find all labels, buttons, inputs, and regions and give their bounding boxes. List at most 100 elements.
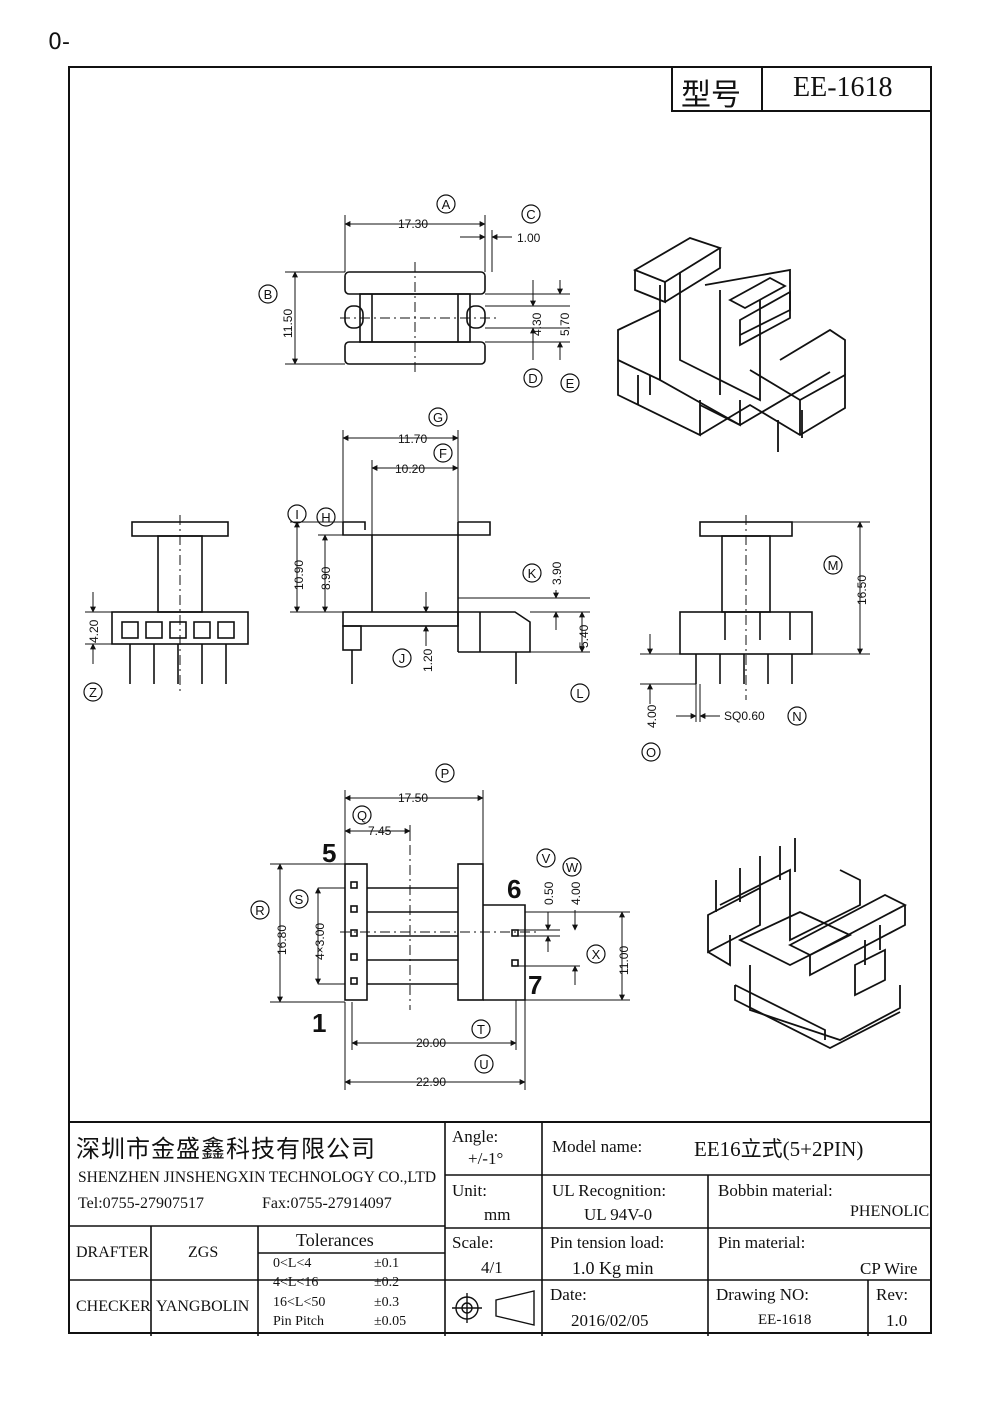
dim-s: 4×3.00 <box>313 923 327 960</box>
dim-l: 5.40 <box>577 624 591 648</box>
pin-number-1: 1 <box>312 1008 326 1038</box>
tolerance-value-3: ±0.3 <box>374 1295 400 1310</box>
checker-label: CHECKER <box>76 1298 151 1315</box>
iso-view-1 <box>617 237 846 452</box>
svg-text:X: X <box>592 947 601 962</box>
svg-text:N: N <box>792 709 801 724</box>
svg-text:Q: Q <box>357 808 367 823</box>
svg-text:W: W <box>566 860 579 875</box>
ul-label: UL Recognition: <box>552 1181 667 1200</box>
ref-b-marker: B <box>258 284 278 304</box>
svg-text:I: I <box>295 507 299 522</box>
ref-w-marker: W <box>562 857 582 877</box>
technical-drawing: 17.30 1.00 11.50 4.30 5.70 11.70 10.20 1… <box>83 194 907 1090</box>
pin-material-value: CP Wire <box>860 1259 918 1278</box>
pin-tension-label: Pin tension load: <box>550 1233 665 1252</box>
svg-text:B: B <box>264 287 273 302</box>
dim-n: SQ0.60 <box>724 709 765 723</box>
ref-s-marker: S <box>289 889 309 909</box>
tolerance-range-2: 4<L<16 <box>273 1275 319 1290</box>
model-name-label: Model name: <box>552 1137 643 1156</box>
svg-text:L: L <box>576 686 583 701</box>
ref-v-marker: V <box>536 848 556 868</box>
pin-tension-value: 1.0 Kg min <box>572 1258 654 1278</box>
svg-text:R: R <box>255 903 264 918</box>
ref-h-marker: H <box>316 507 336 527</box>
ref-q-marker: Q <box>352 805 372 825</box>
svg-text:G: G <box>433 410 443 425</box>
title-block-grid <box>68 1123 932 1336</box>
svg-text:C: C <box>526 207 535 222</box>
ref-m-marker: M <box>823 555 843 575</box>
ref-i-marker: I <box>287 504 307 524</box>
tolerances-title: Tolerances <box>296 1230 374 1250</box>
pin-number-6: 6 <box>507 874 521 904</box>
scale-value: 4/1 <box>481 1258 503 1277</box>
ul-value: UL 94V-0 <box>584 1205 653 1224</box>
dim-a: 17.30 <box>398 217 428 231</box>
svg-text:H: H <box>321 510 330 525</box>
checker-value: YANGBOLIN <box>156 1298 250 1315</box>
dim-j: 1.20 <box>421 648 435 672</box>
rev-value: 1.0 <box>886 1311 908 1330</box>
svg-text:T: T <box>477 1022 485 1037</box>
dim-d: 4.30 <box>530 312 544 336</box>
ref-j-marker: J <box>392 648 412 668</box>
ref-e-marker: E <box>560 373 580 393</box>
drafter-value: ZGS <box>188 1244 219 1261</box>
dim-v: 0.50 <box>542 881 556 905</box>
dim-w: 4.00 <box>569 881 583 905</box>
ref-k-marker: K <box>522 563 542 583</box>
dim-t: 20.00 <box>416 1036 446 1050</box>
dim-p: 17.50 <box>398 791 428 805</box>
svg-text:O: O <box>646 745 656 760</box>
tolerance-range-1: 0<L<4 <box>273 1256 312 1271</box>
ref-c-marker: C <box>521 204 541 224</box>
projection-symbol <box>452 1290 535 1326</box>
tolerance-value-4: ±0.05 <box>374 1314 407 1329</box>
svg-text:M: M <box>828 558 839 573</box>
tolerance-range-4: Pin Pitch <box>273 1314 324 1329</box>
drawing-no-label: Drawing NO: <box>716 1285 810 1304</box>
angle-value: +/-1° <box>468 1149 504 1168</box>
ref-x-marker: X <box>586 944 606 964</box>
iso-view-2 <box>707 838 907 1050</box>
right-view <box>640 515 870 722</box>
pin-material-label: Pin material: <box>718 1233 806 1252</box>
svg-text:K: K <box>528 566 537 581</box>
ref-l-marker: L <box>570 683 590 703</box>
scale-label: Scale: <box>452 1233 494 1252</box>
model-name-value: EE16立式(5+2PIN) <box>694 1137 864 1161</box>
dim-q: 7.45 <box>368 824 392 838</box>
side-view <box>290 430 590 684</box>
ref-g-marker: G <box>428 407 448 427</box>
company-name-en: SHENZHEN JINSHENGXIN TECHNOLOGY CO.,LTD <box>78 1169 437 1186</box>
rev-label: Rev: <box>876 1285 909 1304</box>
ref-r-marker: R <box>250 900 270 920</box>
unit-label: Unit: <box>452 1181 487 1200</box>
model-header: 型号 EE-1618 <box>671 66 932 113</box>
dim-o: 4.00 <box>645 704 659 728</box>
dim-x: 11.00 <box>617 946 631 975</box>
drawing-no-value: EE-1618 <box>758 1312 812 1328</box>
angle-label: Angle: <box>452 1127 499 1146</box>
svg-text:S: S <box>295 892 304 907</box>
unit-value: mm <box>484 1205 511 1224</box>
svg-text:U: U <box>479 1057 488 1072</box>
ref-n-marker: N <box>787 706 807 726</box>
dim-m: 16.50 <box>855 575 869 605</box>
tolerance-value-2: ±0.2 <box>374 1275 400 1290</box>
top-view <box>285 215 570 375</box>
ref-a-marker: A <box>436 194 456 214</box>
dim-k: 3.90 <box>550 561 564 585</box>
pin-number-5: 5 <box>322 838 336 868</box>
bobbin-material-value: PHENOLIC <box>850 1203 930 1220</box>
svg-text:Z: Z <box>89 685 97 700</box>
tolerance-range-3: 16<L<50 <box>273 1295 326 1310</box>
ref-p-marker: P <box>435 763 455 783</box>
dim-r: 16.80 <box>275 925 289 955</box>
bottom-view <box>270 790 630 1090</box>
date-value: 2016/02/05 <box>571 1311 649 1330</box>
corner-mark: 0- <box>48 30 70 55</box>
type-value: EE-1618 <box>793 72 893 103</box>
